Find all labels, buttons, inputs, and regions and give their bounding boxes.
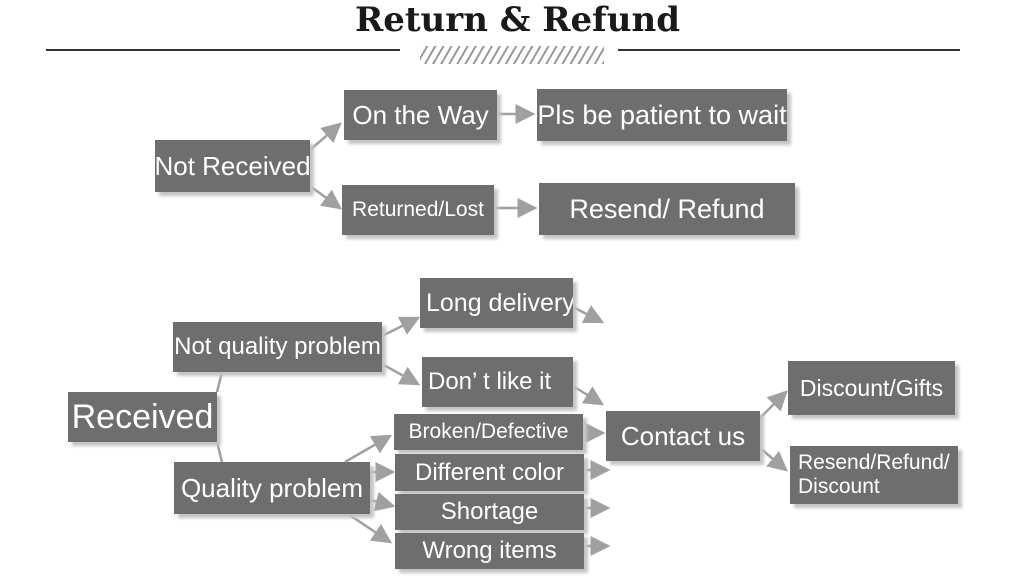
node-not-quality-problem: Not quality problem [173,322,382,372]
arrow-not-quality-to-dont-like [381,362,421,386]
title-hatch-decoration [420,46,604,64]
node-returned-lost: Returned/Lost [342,185,494,235]
arrow-not-received-to-returned-lost [309,184,343,210]
node-long-delivery: Long delivery [420,278,573,328]
node-broken-defective: Broken/Defective [394,414,583,450]
arrow-contact-to-resend-refund-discount [759,447,788,472]
node-on-the-way: On the Way [344,90,497,140]
arrow-not-quality-to-long-delivery [381,316,421,338]
title-rule-right [618,49,960,51]
node-different-color: Different color [395,454,584,491]
node-pls-be-patient: Pls be patient to wait [537,89,787,141]
arrow-dont-like-to-contact [572,384,605,406]
node-not-received: Not Received [155,140,310,192]
node-contact-us: Contact us [606,411,760,461]
page-title: Return & Refund [354,0,681,40]
node-received: Received [68,392,217,442]
node-dont-like-it: Don’ t like it [422,357,573,407]
node-resend-refund: Resend/ Refund [539,183,795,235]
line-received-to-not-quality [215,371,224,393]
arrow-contact-to-discount [759,390,788,419]
node-wrong-items: Wrong items [395,533,584,569]
node-discount-gifts: Discount/Gifts [788,361,955,415]
arrow-quality-to-wrong-items [344,510,393,544]
arrow-long-delivery-out [572,305,605,324]
line-received-to-quality [215,441,224,463]
arrow-quality-to-broken [344,434,393,464]
node-resend-refund-discount: Resend/Refund/ Discount [790,446,958,504]
title-rule-left [46,49,400,51]
arrow-not-received-to-on-the-way [309,122,342,151]
node-shortage: Shortage [395,494,584,530]
node-quality-problem: Quality problem [174,462,370,514]
arrow-quality-to-shortage [369,491,396,512]
